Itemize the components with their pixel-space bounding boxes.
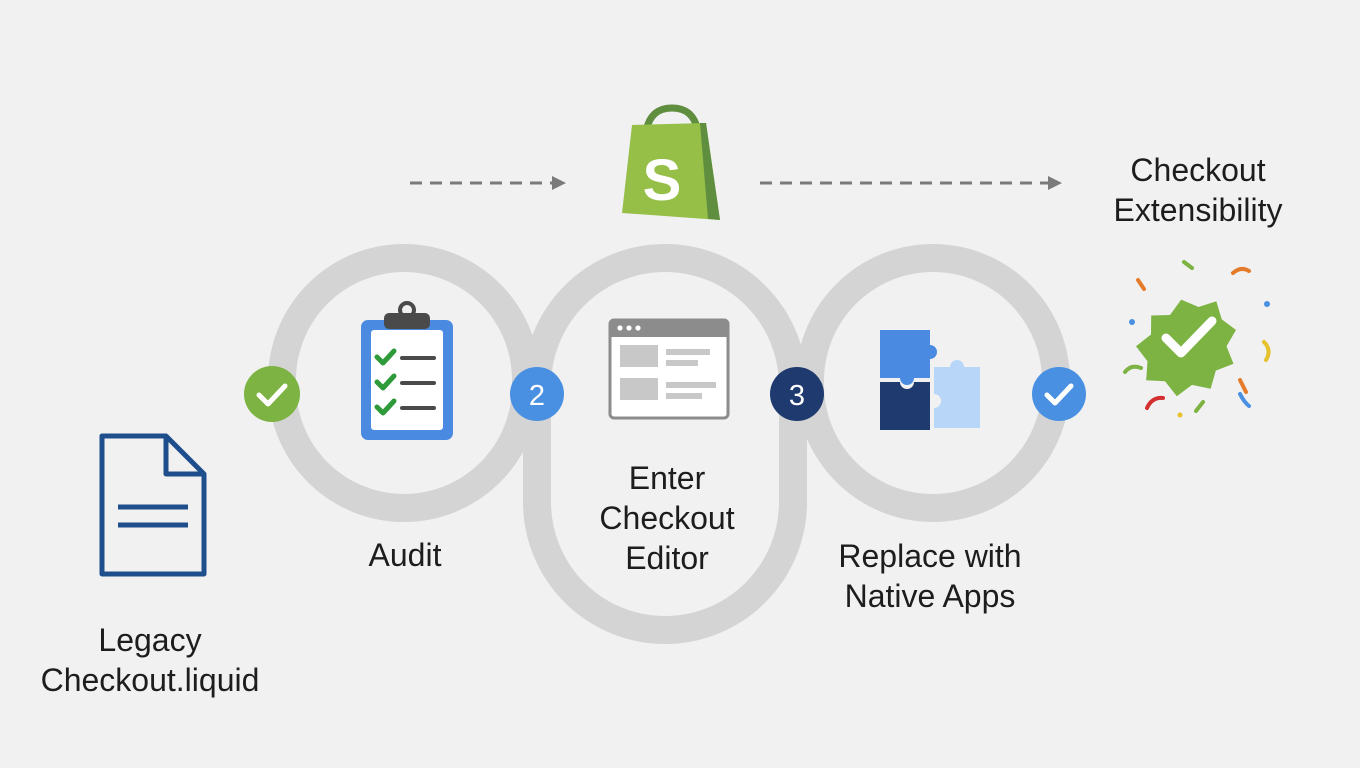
step-3-number: 3 (789, 380, 805, 412)
top-arrows (410, 176, 1062, 190)
replace-ring (796, 244, 1070, 522)
step-3-number-badge (770, 367, 824, 421)
editor-label: Enter Checkout Editor (567, 458, 767, 578)
legacy-label-line2: Checkout.liquid (40, 662, 260, 698)
editor-label-line1: Enter (628, 460, 706, 496)
document-icon (99, 433, 207, 577)
shopify-logo-letter: S (643, 148, 682, 213)
editor-label-line3: Editor (625, 540, 709, 576)
replace-label: Replace with Native Apps (800, 536, 1060, 616)
step-4-check-badge (1032, 367, 1086, 421)
replace-label-line1: Replace with (838, 538, 1022, 574)
success-badge-icon (1123, 260, 1271, 418)
step-2-number-badge (510, 367, 564, 421)
confetti-decoration (1123, 260, 1271, 418)
replace-label-line2: Native Apps (844, 578, 1016, 614)
final-label-line2: Extensibility (1113, 192, 1283, 228)
audit-label: Audit (305, 535, 505, 575)
shopify-bag-icon (622, 104, 720, 220)
legacy-label-line1: Legacy (98, 622, 202, 658)
legacy-label: Legacy Checkout.liquid (0, 620, 300, 700)
puzzle-pieces-icon (880, 330, 980, 430)
audit-label-text: Audit (368, 537, 442, 573)
step-1-check-badge (244, 366, 300, 422)
step-2-number: 2 (529, 380, 545, 412)
final-label: Checkout Extensibility (1078, 150, 1318, 230)
editor-ring (523, 244, 807, 644)
arrowhead-left (552, 176, 566, 190)
final-label-line1: Checkout (1130, 152, 1266, 188)
browser-window-icon (608, 318, 730, 420)
arrowhead-right (1048, 176, 1062, 190)
clipboard-checklist-icon (361, 301, 453, 440)
editor-label-line2: Checkout (599, 500, 735, 536)
